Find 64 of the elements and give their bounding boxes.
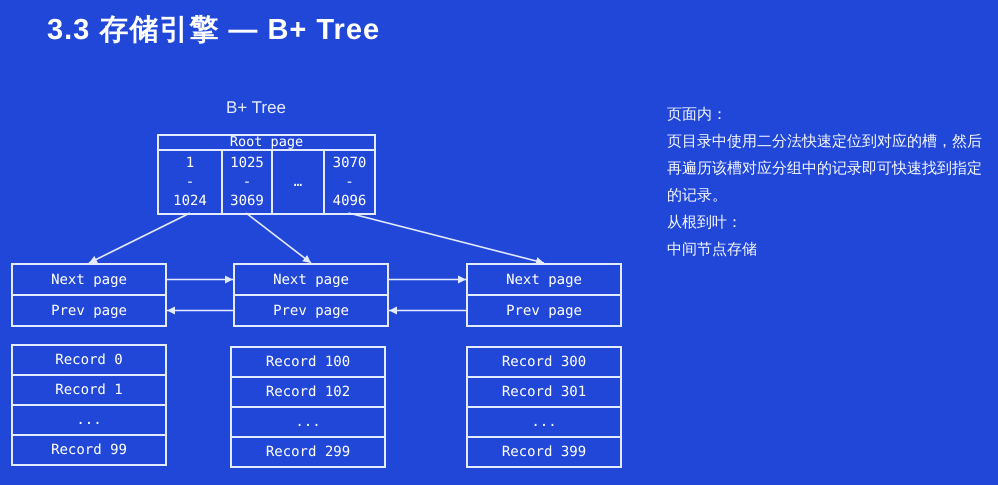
key-text: … [294,172,302,192]
arrow [389,306,466,314]
page-pointer-row [233,294,389,327]
row-label: ... [295,413,321,432]
arrow [348,212,544,265]
key-text: 1024 [173,192,207,210]
row-label: Next page [51,270,127,290]
record-row [466,436,622,468]
row-label: Record 299 [266,443,350,462]
note-text: 页目录中使用二分法快速定位到对应的槽，然后再遍历该槽对应分组中的记录即可快速找到指定的记录。 [667,131,983,206]
key-text: - [242,172,252,192]
page-pointer-row [11,263,167,296]
record-row [11,374,167,406]
key-text: 1 [186,154,194,172]
diagram-caption: B+ Tree [226,97,286,119]
row-label: Prev page [273,302,349,320]
row-label: Record 1 [55,381,123,400]
arrow [88,212,190,264]
row-label: Record 399 [502,443,586,462]
root-page-box [157,134,376,215]
row-label: Prev page [506,302,582,320]
key-text: 3070 [332,154,366,172]
key-text: 1025 [230,154,264,172]
note-text: 中间节点存储 [667,239,758,260]
record-row [11,434,167,466]
note-heading: 从根到叶： [667,212,743,233]
record-row [466,376,622,408]
row-label: Prev page [51,302,127,320]
record-row [11,404,167,436]
key-range-cell [271,149,323,213]
key-text: 4096 [332,192,366,210]
record-row [230,436,386,468]
page-pointer-row [466,263,622,296]
row-label: Next page [506,270,582,290]
row-label: ... [76,411,102,430]
page-heading: Root page [230,136,304,149]
key-text: - [345,172,354,192]
page-pointer-row [466,294,622,327]
row-label: Record 301 [502,383,586,402]
row-label: Record 99 [51,441,127,460]
key-range-cell [221,149,271,213]
page-pointer-row [233,263,389,296]
record-row [230,406,386,438]
record-row [230,346,386,378]
arrow [389,276,466,284]
record-row [466,406,622,438]
key-text: - [186,172,194,192]
page-pointer-row [11,294,167,327]
record-row [230,376,386,408]
row-label: Record 300 [502,353,586,372]
row-label: Next page [273,270,349,290]
note-heading: 页面内： [667,104,728,125]
record-row [466,346,622,378]
arrow [167,276,233,284]
row-label: Record 102 [266,383,350,402]
arrow [246,212,312,264]
record-row [11,344,167,376]
key-range-cell [323,149,374,213]
arrow [167,306,233,314]
key-text: 3069 [230,192,264,210]
slide-title: 3.3 存储引擎 — B+ Tree [47,13,380,48]
row-label: ... [531,413,557,432]
row-label: Record 100 [266,353,350,372]
row-label: Record 0 [55,351,123,370]
